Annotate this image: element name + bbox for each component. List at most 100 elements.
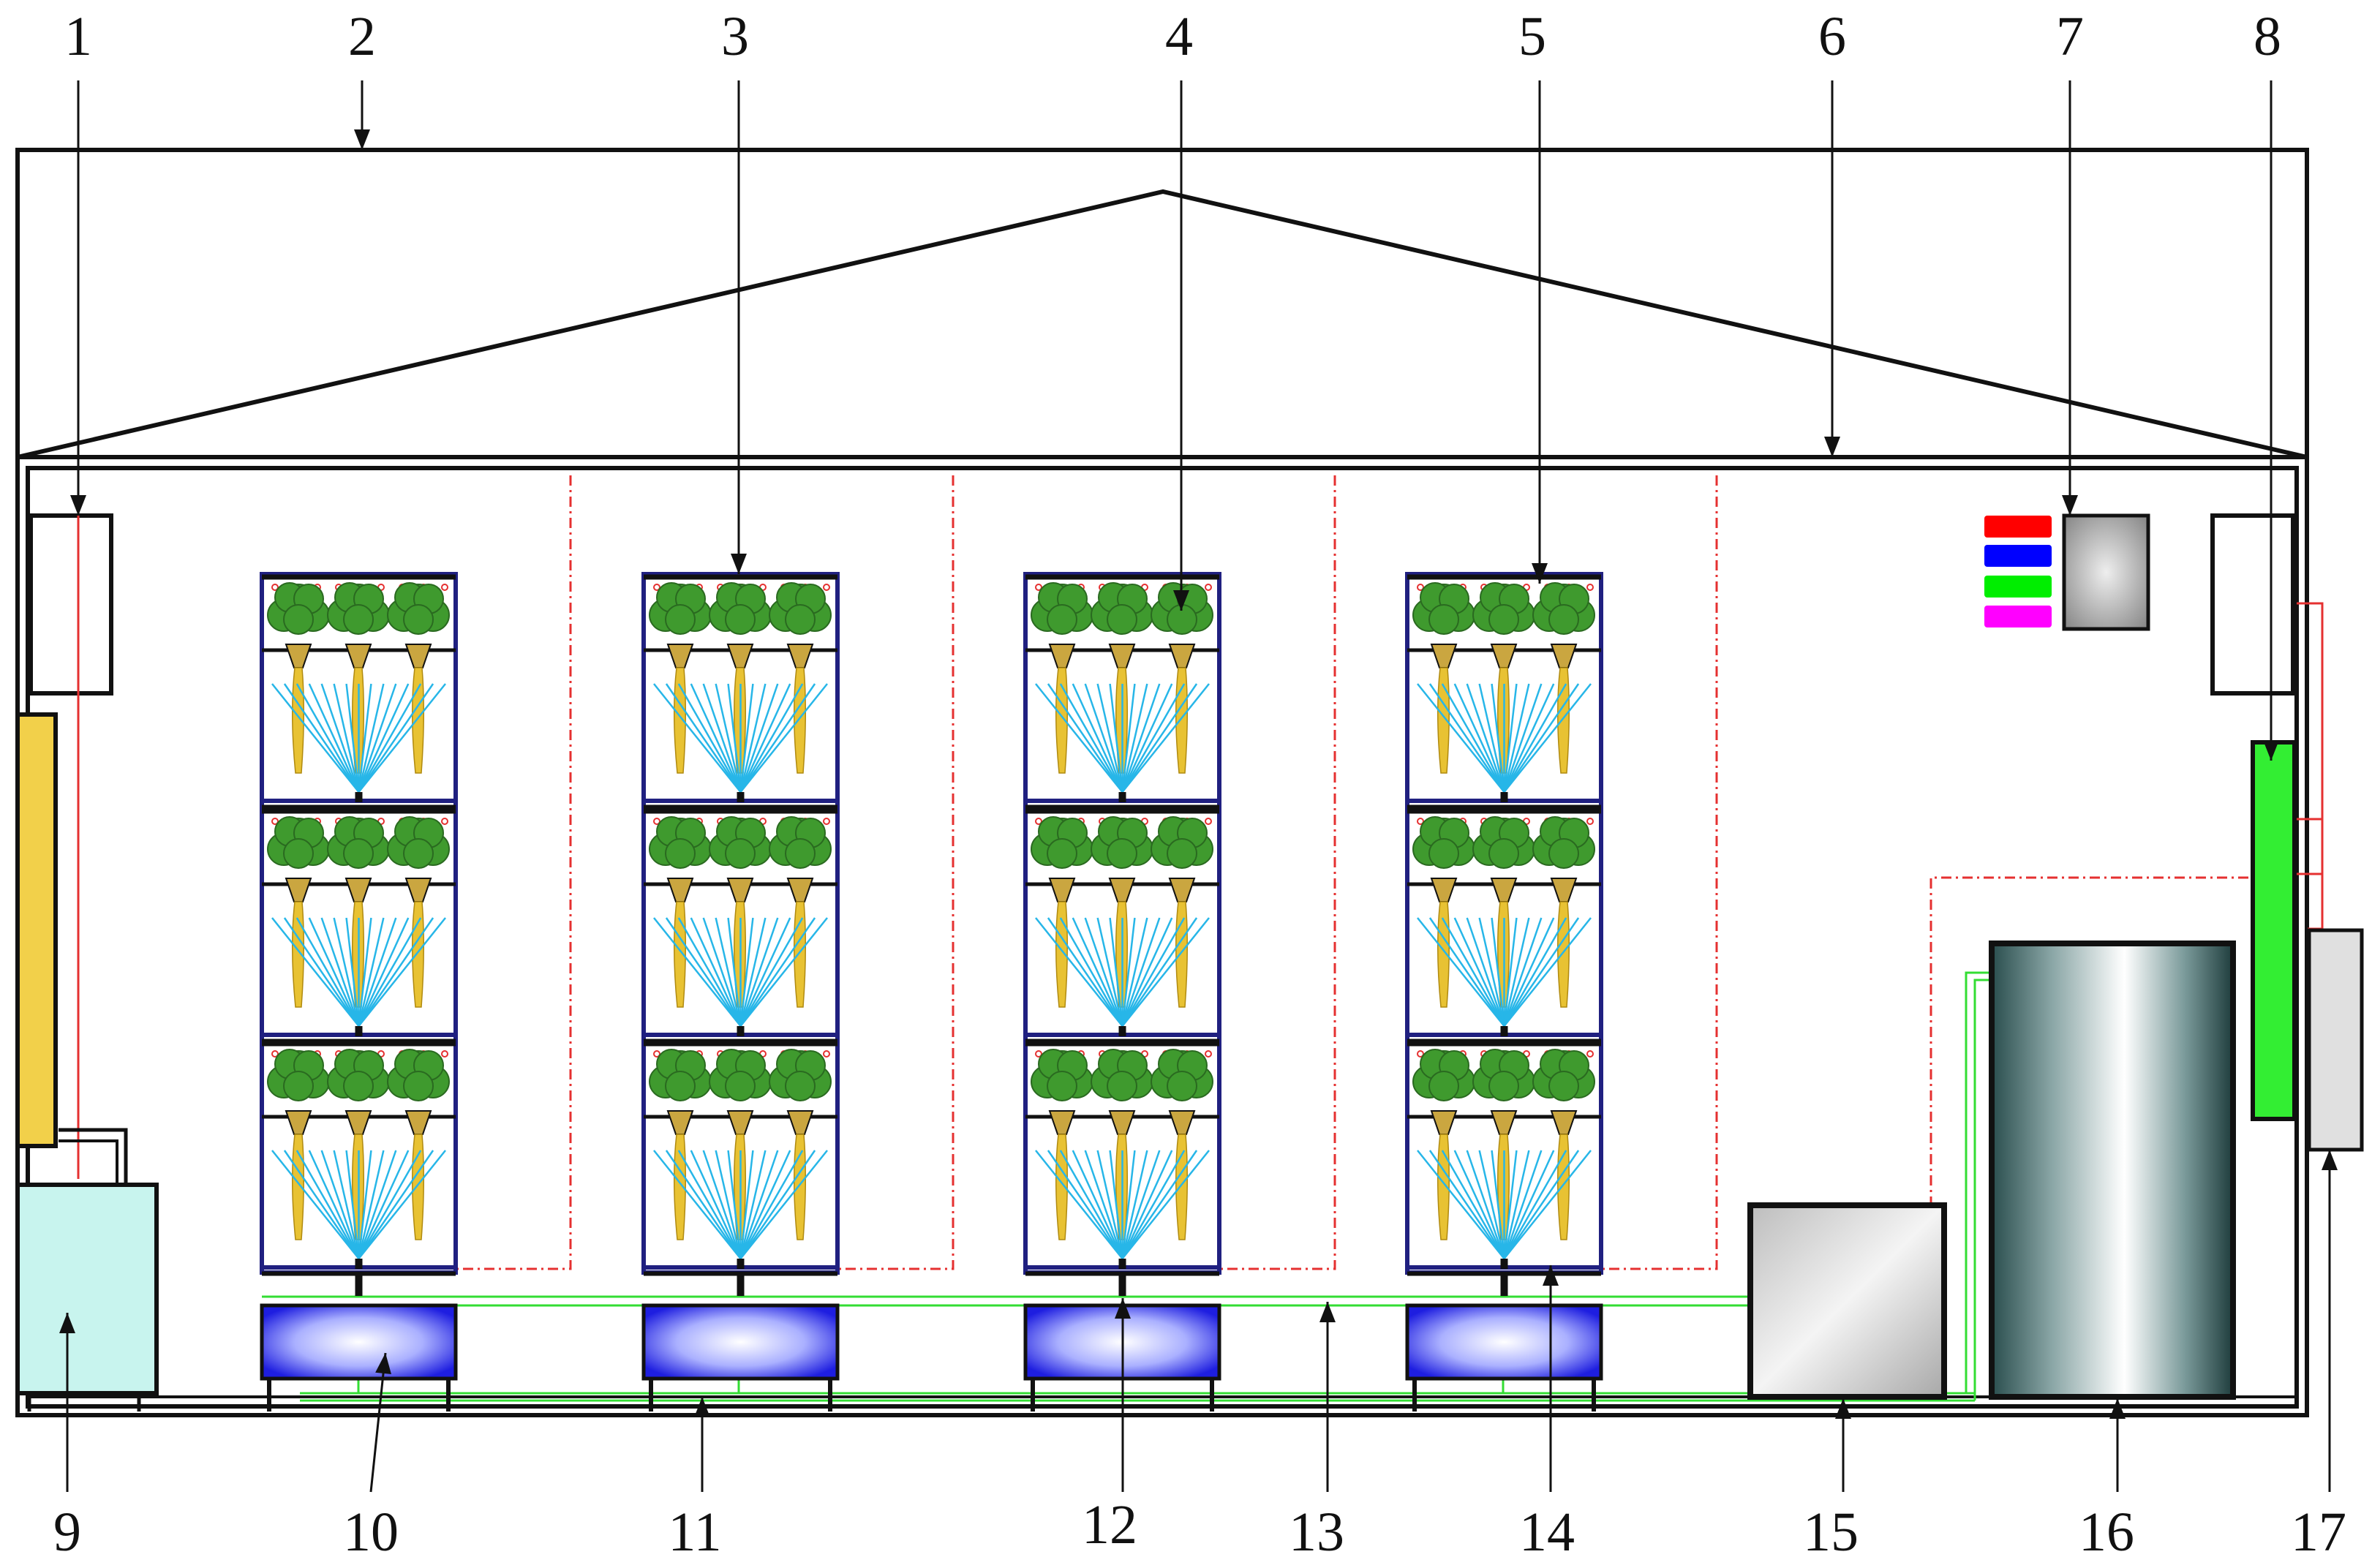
root-icon [291, 901, 305, 1008]
water-tank [15, 1183, 159, 1395]
net-pot [666, 878, 694, 902]
root-icon [1437, 667, 1450, 774]
leader-16 [2109, 1398, 2126, 1492]
root-icon [1055, 1134, 1069, 1240]
lettuce-plant-icon [649, 816, 712, 869]
leader-8 [2263, 80, 2279, 761]
led-light-icon [1417, 818, 1424, 825]
net-pot [1550, 878, 1578, 902]
lettuce-plant-icon [267, 1049, 330, 1101]
callout-4: 4 [1165, 6, 1193, 67]
net-pot [786, 1110, 814, 1135]
net-pot [1490, 1110, 1518, 1135]
storage-cylinder [1989, 941, 2236, 1400]
spray-nozzle-icon [653, 1150, 828, 1269]
lettuce-plant-icon [649, 1049, 712, 1101]
net-pot [1108, 878, 1136, 902]
lettuce-plant-icon [1412, 582, 1475, 635]
leader-11 [694, 1397, 710, 1492]
root-icon [1556, 1134, 1570, 1240]
led-light-icon [441, 1050, 448, 1058]
tower-4 [1405, 572, 1603, 1411]
root-icon [291, 1134, 305, 1240]
nutrient-reservoir [1405, 1303, 1603, 1381]
leader-2 [354, 80, 370, 150]
net-pot [1550, 644, 1578, 668]
leader-4 [1173, 80, 1189, 611]
riser-pipe [1118, 1274, 1126, 1296]
net-pot [1108, 1110, 1136, 1135]
root-icon [1175, 667, 1189, 774]
net-pot [1168, 878, 1196, 902]
net-pot [1048, 878, 1076, 902]
lettuce-plant-icon [387, 1049, 450, 1101]
indicator-red [1984, 516, 2052, 538]
net-pot [1490, 878, 1518, 902]
net-pot [1430, 1110, 1458, 1135]
lettuce-plant-icon [1532, 816, 1595, 869]
leader-1 [70, 80, 86, 516]
led-light-icon [823, 818, 830, 825]
led-light-icon [1035, 818, 1042, 825]
callout-numbers: 1 2 3 4 5 6 7 8 9 10 11 12 13 14 15 16 1… [53, 6, 2346, 1563]
led-light-icon [1035, 1050, 1042, 1058]
callout-17: 17 [2291, 1501, 2346, 1563]
lettuce-plant-icon [1151, 816, 1213, 869]
lettuce-plant-icon [267, 582, 330, 635]
root-icon [291, 667, 305, 774]
led-light-icon [653, 584, 660, 591]
leader-10 [369, 1352, 392, 1493]
riser-pipe [355, 1274, 363, 1296]
callout-12: 12 [1082, 1494, 1137, 1556]
leader-9 [59, 1313, 75, 1492]
net-pot [1168, 644, 1196, 668]
lettuce-plant-icon [1031, 816, 1093, 869]
lettuce-plant-icon [709, 582, 772, 635]
lettuce-plant-icon [1472, 1049, 1535, 1101]
lettuce-plant-icon [769, 1049, 832, 1101]
tower-3 [1023, 572, 1221, 1411]
net-pot [786, 878, 814, 902]
leader-13 [1319, 1302, 1336, 1492]
net-pot [726, 644, 754, 668]
lettuce-plant-icon [1412, 1049, 1475, 1101]
spray-nozzle-icon [1035, 917, 1210, 1036]
led-light-icon [1035, 584, 1042, 591]
lettuce-plant-icon [387, 816, 450, 869]
net-pot [726, 1110, 754, 1135]
lettuce-plant-icon [387, 582, 450, 635]
net-pot [285, 878, 312, 902]
lettuce-plant-icon [1031, 1049, 1093, 1101]
tier [262, 808, 456, 1043]
top-left-unit [29, 513, 113, 696]
tier [1025, 1041, 1219, 1275]
callout-1: 1 [64, 6, 92, 67]
net-pot [666, 1110, 694, 1135]
led-light-icon [1586, 1050, 1594, 1058]
lettuce-plant-icon [1412, 816, 1475, 869]
leader-17 [2322, 1150, 2338, 1492]
tier [1407, 574, 1601, 809]
spray-nozzle-icon [653, 683, 828, 802]
spray-nozzle-icon [271, 917, 446, 1036]
tier [644, 574, 837, 809]
root-icon [411, 667, 425, 774]
net-pot [666, 644, 694, 668]
spray-nozzle-icon [653, 917, 828, 1036]
root-icon [793, 1134, 807, 1240]
led-light-icon [441, 584, 448, 591]
leader-12 [1115, 1298, 1131, 1492]
net-pot [1490, 644, 1518, 668]
lettuce-plant-icon [1472, 582, 1535, 635]
lettuce-plant-icon [1532, 582, 1595, 635]
lettuce-plant-icon [709, 1049, 772, 1101]
net-pot [404, 1110, 432, 1135]
tower-2 [641, 572, 840, 1411]
callout-5: 5 [1518, 6, 1546, 67]
control-wiring [77, 475, 2324, 1270]
root-icon [673, 667, 687, 774]
lettuce-plant-icon [769, 582, 832, 635]
lettuce-plant-icon [327, 816, 390, 869]
led-light-icon [653, 1050, 660, 1058]
